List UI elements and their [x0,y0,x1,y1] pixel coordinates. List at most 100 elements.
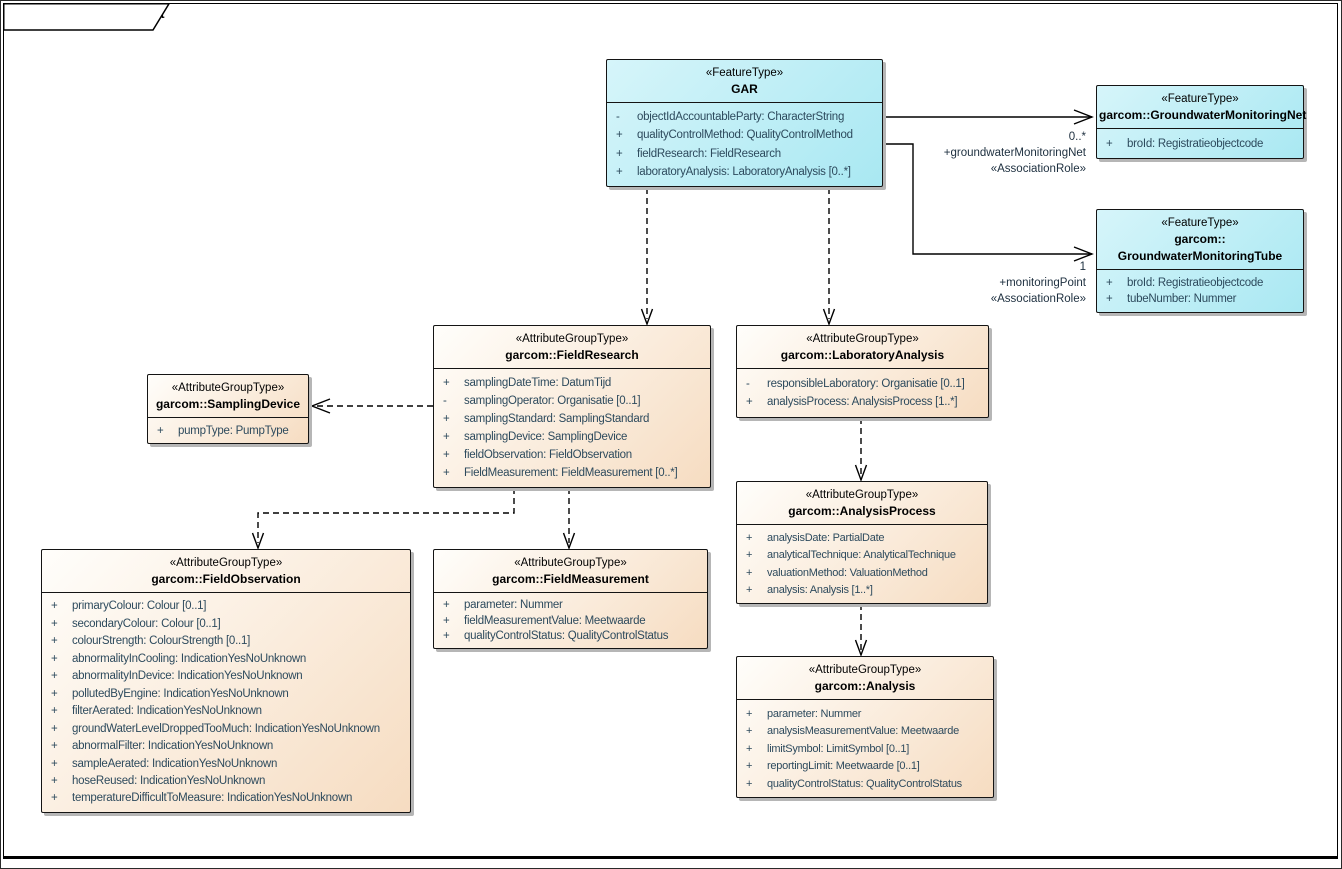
class-name: GAR [731,82,758,96]
attribute-text: FieldMeasurement: FieldMeasurement [0..*… [464,467,678,479]
attribute-row: +parameter: Nummer [434,599,707,611]
attribute-row: +broId: Registratieobjectcode [1097,138,1303,150]
attribute-text: groundWaterLevelDroppedTooMuch: Indicati… [72,722,380,735]
class-box-laboratory-analysis[interactable]: «AttributeGroupType» garcom::LaboratoryA… [736,325,989,418]
attribute-row: +valuationMethod: ValuationMethod [737,567,987,579]
class-header: «AttributeGroupType» garcom::Analysis [737,657,993,699]
attribute-row: +secondaryColour: Colour [0..1] [42,618,410,630]
class-name-line2: GroundwaterMonitoringTube [1117,249,1283,263]
visibility-marker: + [51,617,58,630]
attribute-text: parameter: Nummer [767,707,862,720]
visibility-marker: + [443,377,450,389]
visibility-marker: + [51,705,58,718]
class-name: garcom::Analysis [814,679,916,693]
class-box-analysis-process[interactable]: «AttributeGroupType» garcom::AnalysisPro… [736,481,988,604]
attribute-row: +analysisMeasurementValue: Meetwaarde [737,725,993,737]
role-name-label: +groundwaterMonitoringNet [943,147,1086,159]
class-header: «AttributeGroupType» garcom::FieldResear… [434,326,710,368]
attribute-text: fieldObservation: FieldObservation [464,449,632,461]
association-label-monitoring-net: 0..* +groundwaterMonitoringNet «Associat… [886,129,1086,177]
visibility-marker: + [51,757,58,770]
visibility-marker: + [51,722,58,735]
visibility-marker: + [1106,276,1113,289]
attribute-text: abnormalityInDevice: IndicationYesNoUnkn… [72,670,303,683]
attribute-row: +fieldResearch: FieldResearch [607,148,882,160]
visibility-marker: + [746,583,753,596]
attribute-text: tubeNumber: Nummer [1127,293,1237,306]
attribute-row: +abnormalityInDevice: IndicationYesNoUnk… [42,670,410,682]
attribute-text: samplingStandard: SamplingStandard [464,413,650,425]
attribute-text: abnormalFilter: IndicationYesNoUnknown [72,740,274,753]
attribute-row: + fieldObservation: FieldObservation [434,449,710,461]
visibility-marker: + [1106,293,1113,306]
visibility-marker: + [746,566,753,579]
attribute-text: samplingOperator: Organisatie [0..1] [464,395,641,407]
stereotype-label: «AttributeGroupType» [171,382,285,394]
attributes-compartment: -responsibleLaboratory: Organisatie [0..… [737,368,988,417]
visibility-marker: + [746,725,753,737]
visibility-marker: - [443,395,447,407]
frame-tab-shape [3,3,171,31]
attribute-row: +reportingLimit: Meetwaarde [0..1] [737,760,993,772]
attributes-compartment: +samplingDateTime: DatumTijd-samplingOpe… [434,368,710,487]
attribute-text: pollutedByEngine: IndicationYesNoUnknown [72,687,289,700]
attribute-row: +limitSymbol: LimitSymbol [0..1] [737,743,993,755]
multiplicity-label: 0..* [1068,131,1086,143]
attribute-row: +temperatureDifficultToMeasure: Indicati… [42,792,410,804]
attribute-row: + abnormalFilter: IndicationYesNoUnknown [42,740,410,752]
attribute-row: +primaryColour: Colour [0..1] [42,600,410,612]
class-header: «FeatureType» GAR [607,60,882,102]
class-name: garcom::SamplingDevice [155,397,301,411]
attributes-compartment: +parameter: Nummer+ fieldMeasurementValue… [434,592,707,648]
visibility-marker: + [443,449,450,461]
attribute-row: + samplingDevice: SamplingDevice [434,431,710,443]
attribute-text: qualityControlMethod: QualityControlMeth… [637,129,853,142]
visibility-marker: + [443,598,450,611]
attribute-text: qualityControlStatus: QualityControlStat… [464,630,669,643]
class-box-gar[interactable]: «FeatureType» GAR -objectIdAccountablePa… [606,59,883,187]
class-box-analysis[interactable]: «AttributeGroupType» garcom::Analysis + p… [736,656,994,798]
class-box-field-measurement[interactable]: «AttributeGroupType» garcom::FieldMeasur… [433,549,708,649]
attribute-text: samplingDevice: SamplingDevice [464,431,628,443]
visibility-marker: + [443,467,450,479]
attribute-text: responsibleLaboratory: Organisatie [0..1… [767,377,965,390]
attributes-compartment: +broId: Registratieobjectcode [1097,128,1303,158]
class-header: «AttributeGroupType» garcom::LaboratoryA… [737,326,988,368]
attribute-text: abnormalityInCooling: IndicationYesNoUnk… [72,652,307,665]
class-box-groundwater-monitoring-tube[interactable]: «FeatureType» garcom:: GroundwaterMonito… [1096,209,1304,313]
class-box-sampling-device[interactable]: «AttributeGroupType» garcom::SamplingDev… [147,374,309,444]
attribute-text: sampleAerated: IndicationYesNoUnknown [72,757,278,770]
class-box-field-research[interactable]: «AttributeGroupType» garcom::FieldResear… [433,325,711,488]
attribute-text: analysisDate: PartialDate [767,532,885,545]
attribute-row: + tubeNumber: Nummer [1097,293,1303,305]
class-header: «AttributeGroupType» garcom::FieldObserv… [42,550,410,592]
class-box-field-observation[interactable]: «AttributeGroupType» garcom::FieldObserv… [41,549,411,813]
attribute-row: +qualityControlStatus: QualityControlSta… [737,778,993,790]
association-label-monitoring-point: 1 +monitoringPoint «AssociationRole» [886,259,1086,307]
attributes-compartment: -objectIdAccountableParty: CharacterStri… [607,102,882,186]
attribute-row: +analysisDate: PartialDate [737,532,987,544]
class-box-groundwater-monitoring-net[interactable]: «FeatureType» garcom::GroundwaterMonitor… [1096,85,1307,159]
attributes-compartment: +primaryColour: Colour [0..1] +secondaryC… [42,592,410,812]
attribute-row: +analyticalTechnique: AnalyticalTechniqu… [737,549,987,561]
attribute-text: filterAerated: IndicationYesNoUnknown [72,705,262,718]
stereotype-label: «AttributeGroupType» [806,333,919,345]
attribute-row: + broId: Registratieobjectcode [1097,277,1303,289]
class-name: garcom::GroundwaterMonitoringNet [1099,108,1307,122]
attribute-text: broId: Registratieobjectcode [1127,276,1264,289]
diagram-frame [3,3,1338,859]
attribute-row: +analysisProcess: AnalysisProcess [1..*] [737,396,988,408]
attribute-text: analysis: Analysis [1..*] [767,583,873,596]
attribute-text: fieldResearch: FieldResearch [637,147,781,160]
attribute-text: analysisProcess: AnalysisProcess [1..*] [767,396,958,409]
attribute-row: +hoseReused: IndicationYesNoUnknown [42,775,410,787]
visibility-marker: + [51,652,58,665]
visibility-marker: + [51,774,58,787]
visibility-marker: + [443,431,450,443]
attribute-text: fieldMeasurementValue: Meetwaarde [464,614,646,627]
visibility-marker: + [1106,137,1113,150]
attribute-row: +qualityControlStatus: QualityControlSta… [434,630,707,642]
visibility-marker: + [51,600,58,613]
visibility-marker: + [51,740,58,753]
attribute-row: + analysis: Analysis [1..*] [737,584,987,596]
